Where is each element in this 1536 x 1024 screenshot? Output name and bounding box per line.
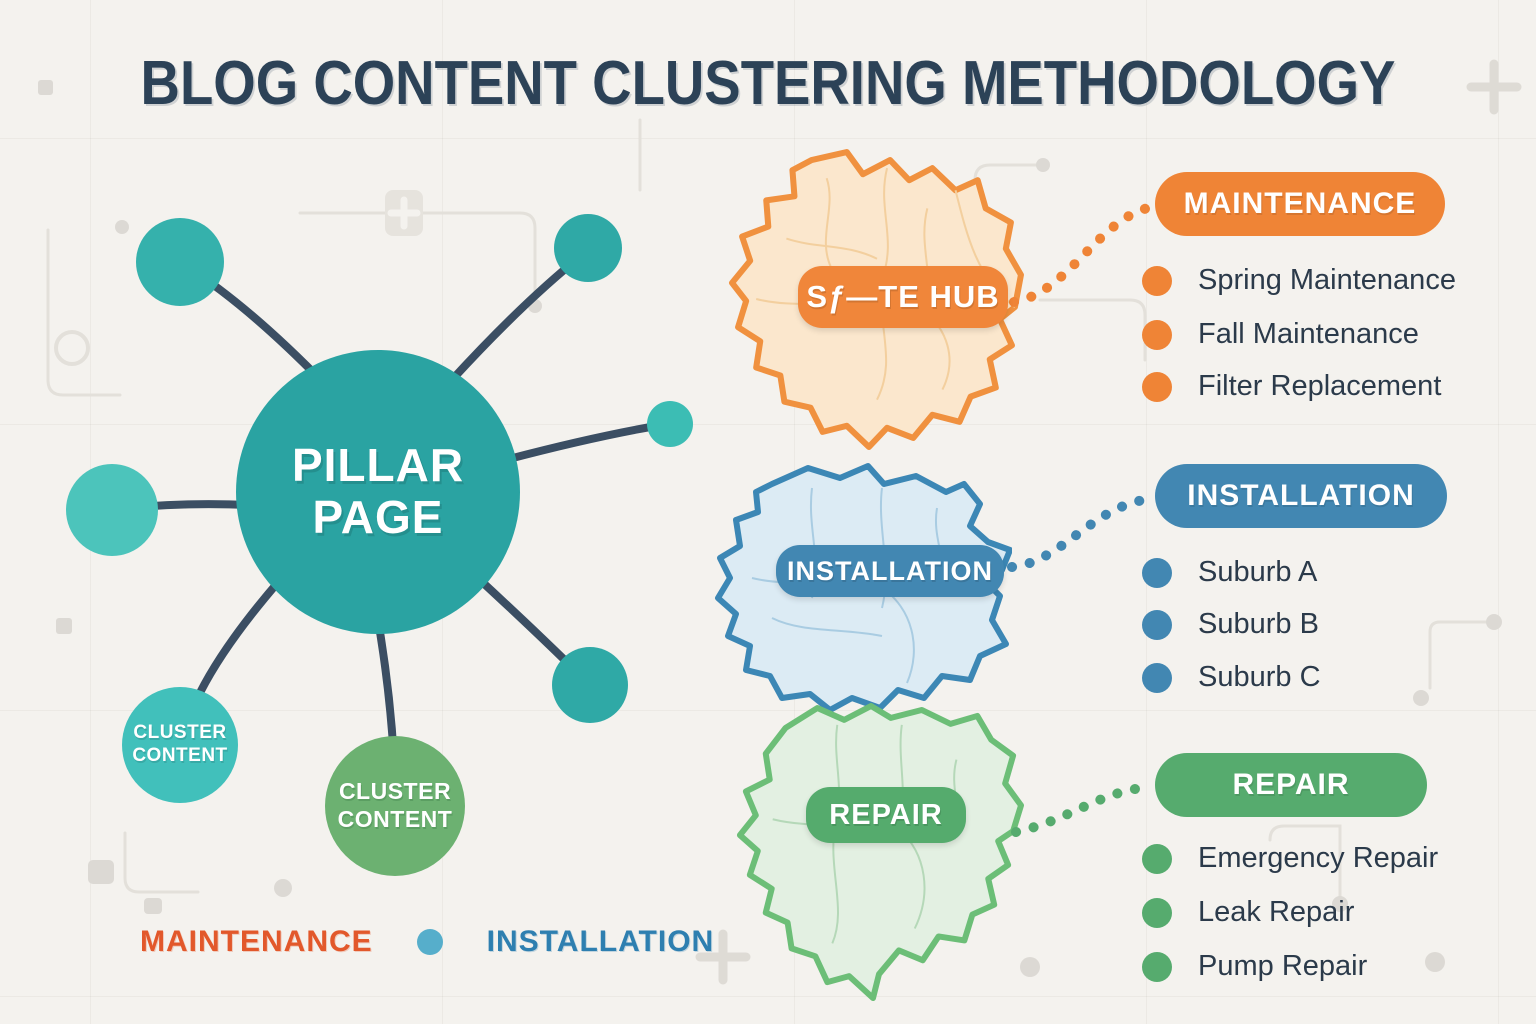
- legend-dot-icon: [416, 929, 443, 955]
- pillar-page-label: PILLAR PAGE: [291, 439, 465, 543]
- satellite-circle-left: [66, 464, 158, 556]
- map-outline: [736, 703, 1025, 1002]
- installation-header-label: INSTALLATION: [1187, 479, 1415, 512]
- cluster-content-label: CLUSTER CONTENT: [132, 722, 228, 766]
- list-item-label: Emergency Repair: [1198, 842, 1439, 874]
- repair-map-label: REPAIR: [829, 798, 943, 831]
- bullet-icon: [1142, 319, 1172, 350]
- repair-map: [736, 703, 1025, 1002]
- list-item: Suburb A: [1142, 556, 1317, 589]
- pillar-page-circle: PILLAR PAGE: [236, 350, 520, 634]
- list-item-label: Leak Repair: [1198, 896, 1355, 928]
- satellite-circle-bottom-right: [552, 647, 628, 723]
- installation-header-pill: INSTALLATION: [1155, 464, 1447, 528]
- list-item: Leak Repair: [1142, 896, 1354, 929]
- bullet-icon: [1142, 557, 1172, 588]
- repair-map-label-pill: REPAIR: [806, 787, 966, 843]
- cluster-content-circle-teal: CLUSTER CONTENT: [122, 687, 238, 803]
- satellite-circle-top-right: [554, 214, 622, 282]
- repair-header-pill: REPAIR: [1155, 753, 1427, 817]
- list-item: Pump Repair: [1142, 950, 1367, 983]
- list-item: Suburb B: [1142, 608, 1319, 641]
- bullet-icon: [1142, 371, 1172, 402]
- list-item-label: Filter Replacement: [1198, 370, 1442, 402]
- installation-map-label-pill: INSTALLATION: [776, 545, 1004, 597]
- maintenance-map-label-pill: Sƒ—TE HUB: [798, 266, 1008, 328]
- cluster-content-circle-green: CLUSTER CONTENT: [325, 736, 465, 876]
- bullet-icon: [1142, 897, 1172, 928]
- legend-installation-label: INSTALLATION: [486, 925, 715, 958]
- repair-header-label: REPAIR: [1232, 768, 1350, 801]
- bullet-icon: [1142, 265, 1172, 296]
- list-item: Spring Maintenance: [1142, 264, 1456, 297]
- cluster-content-label: CLUSTER CONTENT: [337, 778, 453, 832]
- bullet-icon: [1142, 662, 1172, 693]
- satellite-circle-top-left: [136, 218, 224, 306]
- list-item-label: Spring Maintenance: [1198, 264, 1456, 296]
- list-item-label: Suburb B: [1198, 608, 1319, 640]
- bullet-icon: [1142, 609, 1172, 640]
- page-title: BLOG CONTENT CLUSTERING METHODOLOGY: [0, 48, 1536, 119]
- bullet-icon: [1142, 843, 1172, 874]
- list-item-label: Suburb A: [1198, 556, 1318, 588]
- list-item-label: Fall Maintenance: [1198, 318, 1419, 350]
- list-item: Suburb C: [1142, 661, 1321, 694]
- list-item: Filter Replacement: [1142, 370, 1441, 403]
- installation-map-label: INSTALLATION: [787, 555, 993, 586]
- list-item-label: Suburb C: [1198, 661, 1321, 693]
- list-item: Fall Maintenance: [1142, 318, 1419, 351]
- bullet-icon: [1142, 951, 1172, 982]
- list-item-label: Pump Repair: [1198, 950, 1368, 982]
- maintenance-map-label: Sƒ—TE HUB: [806, 279, 1000, 314]
- page-title-text: BLOG CONTENT CLUSTERING METHODOLOGY: [140, 49, 1396, 118]
- legend-maintenance-label: MAINTENANCE: [140, 925, 373, 958]
- legend: MAINTENANCE INSTALLATION: [140, 925, 714, 959]
- list-item: Emergency Repair: [1142, 842, 1438, 875]
- maintenance-header-label: MAINTENANCE: [1183, 187, 1417, 220]
- maintenance-header-pill: MAINTENANCE: [1155, 172, 1445, 236]
- satellite-circle-right: [647, 401, 693, 447]
